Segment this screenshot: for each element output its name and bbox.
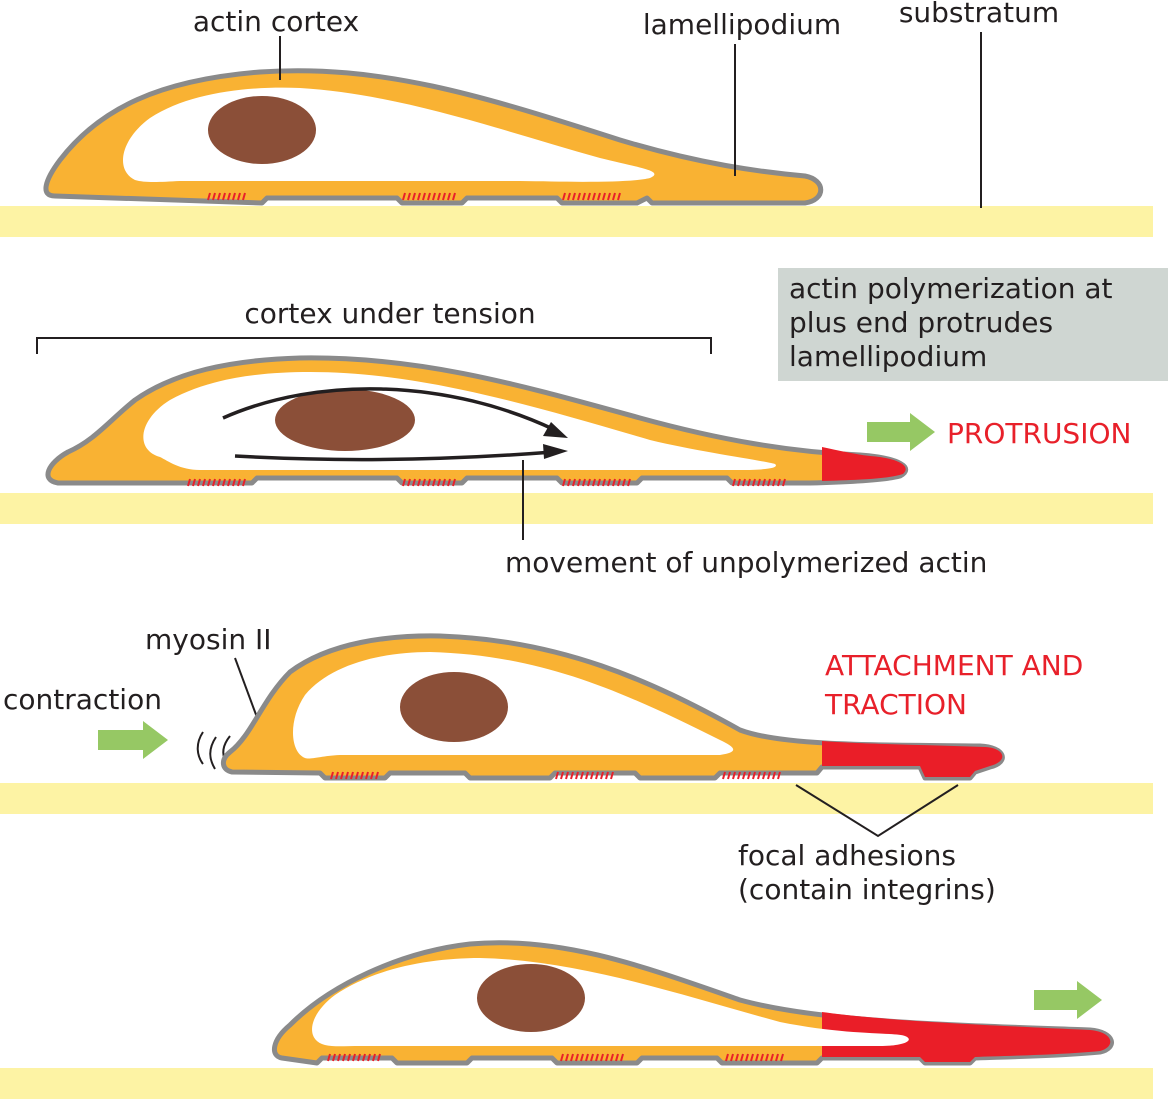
contraction-label: contraction <box>3 683 162 716</box>
movement-label: movement of unpolymerized actin <box>505 546 987 579</box>
attachment-label-1: ATTACHMENT AND <box>825 649 1083 682</box>
substratum-1 <box>0 206 1153 237</box>
substratum-3 <box>0 783 1153 814</box>
substratum-2 <box>0 493 1153 524</box>
actin-flow-arrow-lower <box>234 450 554 462</box>
polymerization-text-1: actin polymerization at <box>789 272 1113 305</box>
protrusion-label: PROTRUSION <box>947 417 1131 450</box>
focal-adhesions-label-1: focal adhesions <box>738 839 956 872</box>
attachment-label-2: TRACTION <box>824 688 967 721</box>
focal-adhesions-leader <box>795 784 959 838</box>
stage-4 <box>0 940 1153 1099</box>
protrusion-arrow-icon <box>867 413 935 451</box>
actin-flow-arrow-upper <box>222 387 556 432</box>
nucleus-1 <box>208 96 316 164</box>
focal-adhesions-1 <box>207 192 621 201</box>
polymerization-text-2: plus end protrudes <box>789 306 1053 339</box>
substratum-4 <box>0 1068 1153 1099</box>
cortex-tension-bracket <box>36 337 712 354</box>
cell-3-cytoplasm <box>292 652 734 759</box>
cortex-under-tension-label: cortex under tension <box>244 297 535 330</box>
nucleus-4 <box>477 964 585 1032</box>
stage-3: myosin II contraction ATTACHMENT AND TRA… <box>0 623 1153 906</box>
lamellipodium-label: lamellipodium <box>643 8 841 41</box>
focal-adhesions-2 <box>187 478 786 487</box>
contraction-motion-mark-1 <box>196 731 204 765</box>
actin-cortex-label: actin cortex <box>193 5 359 38</box>
actin-flow-arrowhead-lower <box>543 444 568 459</box>
focal-adhesions-label-2: (contain integrins) <box>738 873 996 906</box>
polymerization-box <box>778 268 1168 381</box>
focal-adhesions-4 <box>327 1053 784 1062</box>
contraction-motion-mark-2 <box>209 736 217 770</box>
myosin-label: myosin II <box>145 623 272 656</box>
cell-4-polymerizing-tip <box>822 1012 1111 1062</box>
stage-2: cortex under tension actin polymerizatio… <box>0 268 1168 579</box>
stage-1: actin cortex lamellipodium substratum <box>0 0 1153 237</box>
cell-4-cytoplasm <box>312 958 909 1047</box>
cell-3-polymerizing-tip <box>822 741 1003 777</box>
polymerization-text-3: lamellipodium <box>789 340 987 373</box>
cell-2-polymerizing-tip <box>822 447 906 481</box>
substratum-label: substratum <box>899 0 1059 29</box>
actin-flow-arrowhead-upper <box>543 422 568 438</box>
nucleus-2 <box>275 389 415 451</box>
contraction-arrow-icon <box>98 721 168 759</box>
nucleus-3 <box>400 672 508 742</box>
migration-arrow-icon <box>1034 981 1102 1019</box>
focal-adhesions-3 <box>330 771 781 780</box>
